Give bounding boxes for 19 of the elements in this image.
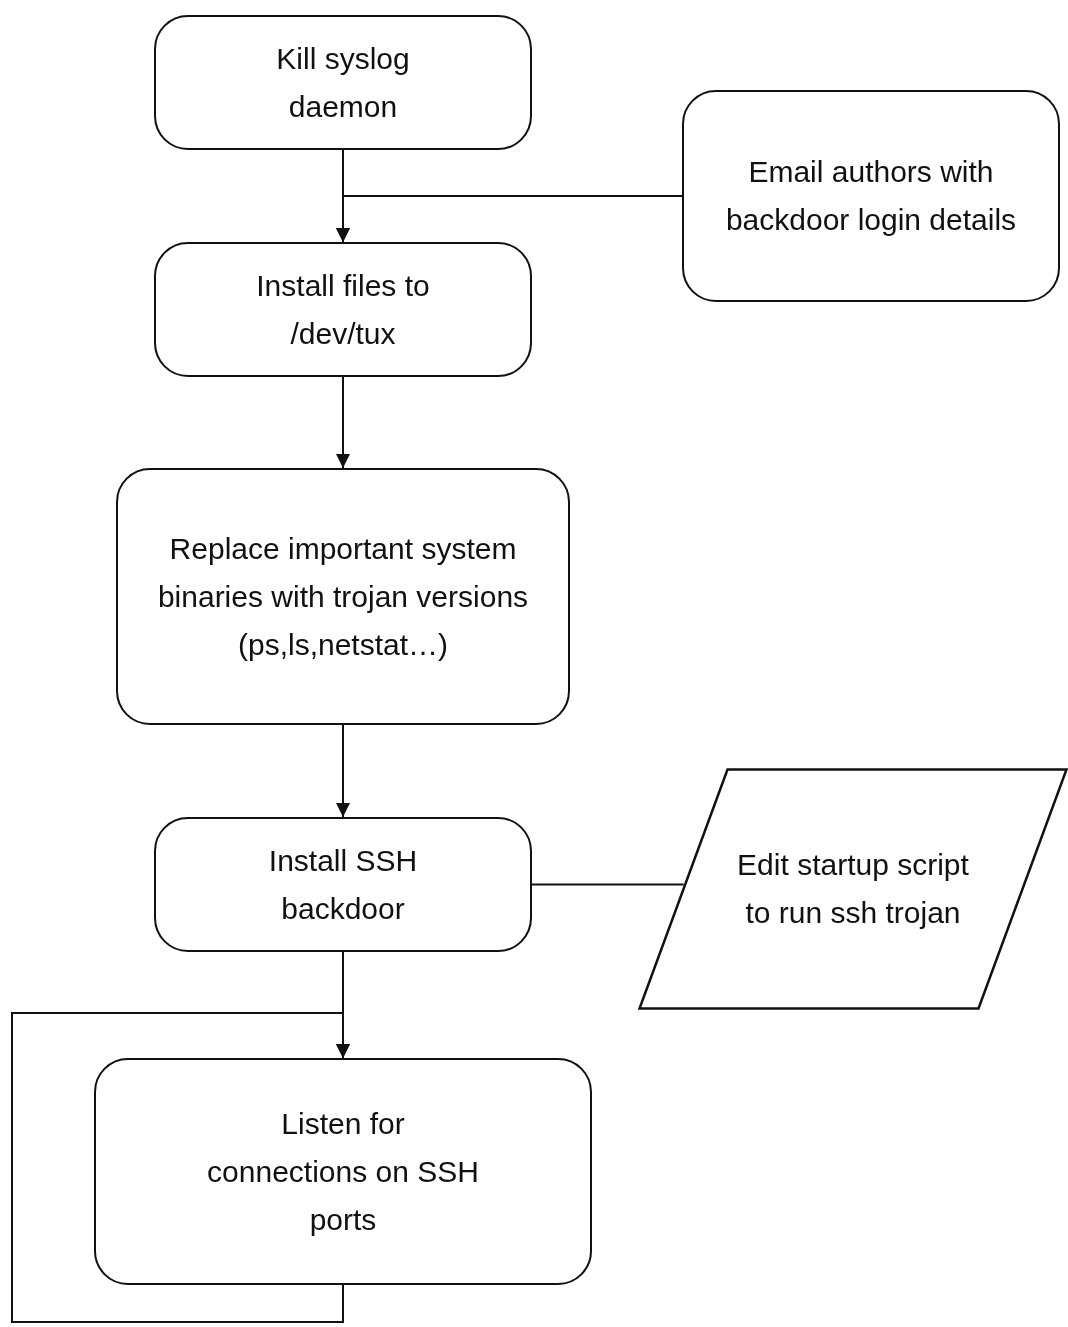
step-text: Install files to /dev/tux <box>255 267 431 352</box>
input-output-parallelogram <box>638 768 1068 1010</box>
step-text: Replace important system binaries with trojan versions (ps,ls,netstat…) <box>156 530 530 663</box>
process-box <box>682 90 1060 302</box>
process-box <box>154 817 532 952</box>
connector-line <box>531 883 685 886</box>
process-box <box>154 15 532 150</box>
arrow <box>11 1012 350 1323</box>
step-text: Kill syslog daemon <box>275 40 411 125</box>
arrow <box>336 195 683 243</box>
step-text: Listen for connections on SSH ports <box>206 1105 480 1238</box>
process-box <box>116 468 570 725</box>
arrow <box>336 724 350 818</box>
process-box <box>94 1058 592 1285</box>
step-text: Edit startup script to run ssh trojan <box>736 847 970 931</box>
process-box <box>154 242 532 377</box>
step-text: Install SSH backdoor <box>267 842 419 927</box>
step-text: Email authors with backdoor login details <box>724 154 1018 238</box>
arrow <box>336 376 350 469</box>
